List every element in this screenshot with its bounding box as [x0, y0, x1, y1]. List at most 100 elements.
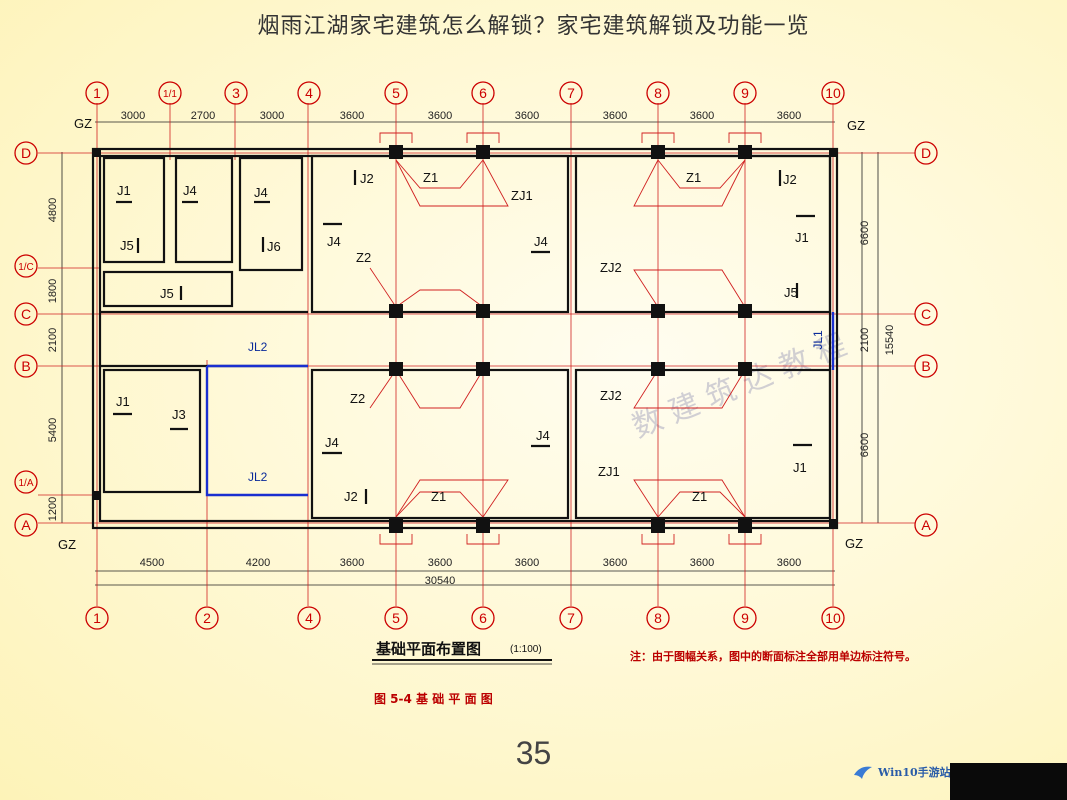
axis-bubble-bottom: 10: [821, 606, 845, 630]
foundation-label: J1: [116, 394, 130, 409]
axis-bubble-left: D: [14, 141, 38, 165]
axis-bubble-top: 10: [821, 81, 845, 105]
dim-label: 5400: [47, 418, 59, 442]
svg-text:1/A: 1/A: [18, 478, 33, 489]
svg-text:10: 10: [825, 85, 841, 101]
dimension-lines: [61, 121, 879, 586]
svg-text:C: C: [921, 306, 931, 322]
svg-text:D: D: [921, 145, 931, 161]
axis-bubble-top: 3: [224, 81, 248, 105]
dim-label: 2100: [47, 328, 59, 352]
axis-bubble-top: 4: [297, 81, 321, 105]
beam-label: ZJ2: [600, 388, 622, 403]
foundation-label: J5: [120, 238, 134, 253]
dim-label: 2700: [191, 110, 215, 122]
svg-text:6: 6: [479, 85, 487, 101]
foundation-label: J4: [254, 185, 268, 200]
dimensions-top: 3000 2700 3000 3600 3600 3600 3600 3600 …: [121, 110, 801, 122]
axis-bubble-top: 8: [646, 81, 670, 105]
dim-label: 4200: [246, 557, 270, 569]
axis-bubble-top: 1: [85, 81, 109, 105]
svg-text:1: 1: [93, 610, 101, 626]
foundation-label: J2: [344, 489, 358, 504]
axis-bubble-right: B: [914, 354, 938, 378]
beam-label: JL1: [811, 330, 825, 350]
beam-labels: Z1 ZJ1 Z1 Z2 ZJ2 Z2 ZJ2 ZJ1 Z1 Z1 JL2 JL…: [248, 170, 825, 504]
axis-bubble-right: A: [914, 513, 938, 537]
axis-bubble-left: A: [14, 513, 38, 537]
foundation-label: J2: [360, 171, 374, 186]
dim-label: 3600: [690, 110, 714, 122]
dimensions-bottom: 4500 4200 3600 3600 3600 3600 3600 3600 …: [140, 557, 801, 587]
bird-logo-icon: [854, 766, 872, 779]
svg-text:C: C: [21, 306, 31, 322]
svg-text:B: B: [921, 358, 930, 374]
svg-text:7: 7: [567, 610, 575, 626]
axis-bubble-bottom: 5: [384, 606, 408, 630]
svg-text:9: 9: [741, 85, 749, 101]
dim-label: 6600: [859, 433, 871, 457]
svg-text:2: 2: [203, 610, 211, 626]
foundation-label: J2: [783, 172, 797, 187]
svg-text:5: 5: [392, 85, 400, 101]
dim-label: 4500: [140, 557, 164, 569]
axis-bubble-top: 7: [559, 81, 583, 105]
axis-bubble-left: C: [14, 302, 38, 326]
foundation-label: J1: [793, 460, 807, 475]
axis-bubble-top: 5: [384, 81, 408, 105]
site-logo-text: Win10手游站: [878, 766, 951, 779]
axis-bubble-right: D: [914, 141, 938, 165]
beam-label: Z1: [423, 170, 438, 185]
svg-text:8: 8: [654, 85, 662, 101]
axis-bubble-bottom: 1: [85, 606, 109, 630]
dim-label: 3600: [777, 110, 801, 122]
drawing-note: 注：由于图幅关系，图中的断面标注全部用单边标注符号。: [630, 649, 916, 663]
ground-beams: [205, 312, 835, 497]
axis-bubble-bottom: 7: [559, 606, 583, 630]
dim-label: 2100: [859, 328, 871, 352]
svg-text:1: 1: [93, 85, 101, 101]
footing-outlines: [369, 132, 762, 545]
axis-bubble-bottom: 6: [471, 606, 495, 630]
foundation-label: J4: [536, 428, 550, 443]
site-logo: Win10手游站: [852, 760, 952, 784]
svg-text:9: 9: [741, 610, 749, 626]
foundation-labels: J1 J4 J4 J5 J6 J5 J2 J4 J4 J2 J1 J5 J1 J…: [116, 171, 809, 504]
axis-bubble-bottom: 2: [195, 606, 219, 630]
structural-columns: [92, 145, 838, 533]
corner-label: GZ: [74, 116, 92, 131]
axis-bubble-top: 9: [733, 81, 757, 105]
dim-label: 3600: [340, 110, 364, 122]
foundation-label: J4: [325, 435, 339, 450]
page-number: 35: [515, 735, 552, 771]
beam-label: Z2: [350, 391, 365, 406]
beam-label: JL2: [248, 340, 268, 354]
svg-text:8: 8: [654, 610, 662, 626]
dim-label: 3000: [260, 110, 284, 122]
dim-label: 3600: [603, 110, 627, 122]
dimensions-right: 6600 2100 6600 15540: [859, 221, 896, 457]
dim-total-bottom: 30540: [425, 575, 456, 587]
svg-text:1/1: 1/1: [163, 89, 177, 100]
dim-label: 3600: [515, 110, 539, 122]
axis-bubble-left: B: [14, 354, 38, 378]
svg-text:10: 10: [825, 610, 841, 626]
beam-label: JL2: [248, 470, 268, 484]
foundation-label: J6: [267, 239, 281, 254]
svg-text:3: 3: [232, 85, 240, 101]
svg-text:7: 7: [567, 85, 575, 101]
svg-text:4: 4: [305, 610, 313, 626]
axis-bubble-bottom: 8: [646, 606, 670, 630]
axis-bubbles-right: D C B A: [914, 141, 938, 537]
beam-label: Z1: [686, 170, 701, 185]
axis-bubble-top: 6: [471, 81, 495, 105]
corner-overlay: [950, 763, 1067, 800]
section-marks: [113, 170, 815, 504]
drawing-title: 基础平面布置图: [375, 640, 481, 658]
dim-label: 1800: [47, 279, 59, 303]
corner-label: GZ: [58, 537, 76, 552]
beam-label: ZJ2: [600, 260, 622, 275]
beam-label: Z1: [692, 489, 707, 504]
axis-bubbles-left: D 1/C C B 1/A A: [14, 141, 38, 537]
